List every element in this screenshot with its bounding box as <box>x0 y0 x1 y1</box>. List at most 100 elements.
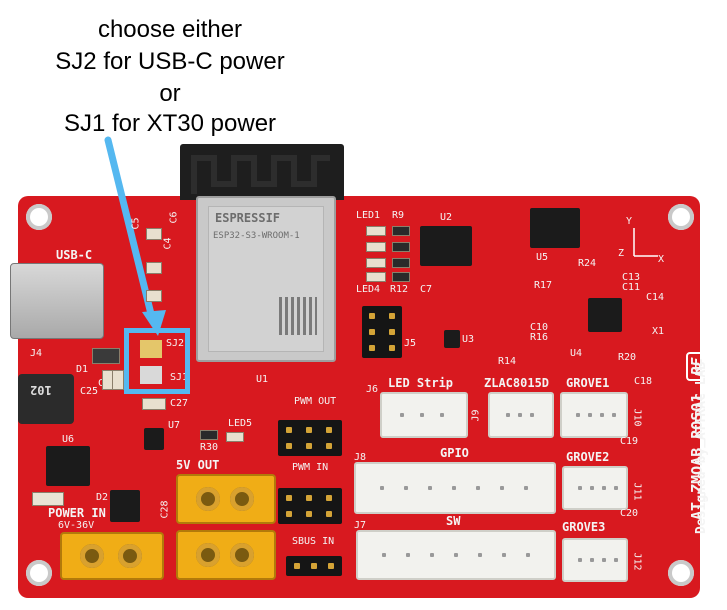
label-led4: LED4 <box>356 284 381 295</box>
label-led1: LED1 <box>356 210 381 221</box>
qr-code-icon <box>279 297 317 335</box>
label-c6: C6 <box>168 211 180 224</box>
label-c28: C28 <box>159 500 171 519</box>
label-c27: C27 <box>170 398 189 409</box>
label-c25: C25 <box>80 386 99 397</box>
label-j10: J10 <box>631 408 643 427</box>
axis-arrows-icon <box>633 228 658 257</box>
chip-u5 <box>530 208 580 248</box>
label-c19: C19 <box>620 436 639 447</box>
label-grove2: GROVE2 <box>566 450 610 464</box>
header-j5[interactable] <box>362 306 402 358</box>
usb-c-connector <box>10 263 104 339</box>
resistor <box>392 226 410 236</box>
label-j8: J8 <box>354 452 367 463</box>
label-d1: D1 <box>76 364 89 375</box>
chip-u7 <box>144 428 164 450</box>
label-led5: LED5 <box>228 418 253 429</box>
resistor <box>392 258 410 268</box>
chip-u2 <box>420 226 472 266</box>
label-led-strip: LED Strip <box>388 376 454 390</box>
label-zlac: ZLAC8015D <box>484 376 550 390</box>
xt30-power-in[interactable] <box>60 532 164 580</box>
diode-d2 <box>110 490 140 522</box>
connector-grove1[interactable] <box>560 392 628 438</box>
led <box>366 258 386 268</box>
mounting-hole-bottom-right <box>668 560 694 586</box>
caption-line-2: SJ2 for USB-C power <box>55 48 285 75</box>
capacitor <box>112 370 124 390</box>
axis-x-label: X <box>658 254 665 265</box>
resistor <box>200 430 218 440</box>
connector-led-strip[interactable] <box>380 392 468 438</box>
label-sw: SW <box>446 514 461 528</box>
capacitor <box>142 398 166 410</box>
power-led <box>32 492 64 506</box>
capacitor <box>92 348 120 364</box>
label-d2: D2 <box>96 492 109 503</box>
axis-z-label: Z <box>618 248 625 259</box>
label-u4: U4 <box>570 348 583 359</box>
led <box>366 242 386 252</box>
led <box>366 272 386 282</box>
mounting-hole-top-left <box>26 204 52 230</box>
label-c4: C4 <box>162 237 174 250</box>
header-sbus-in[interactable] <box>286 556 342 576</box>
connector-grove2[interactable] <box>562 466 628 510</box>
label-r17: R17 <box>534 280 553 291</box>
chip-u4 <box>588 298 622 332</box>
label-gpio: GPIO <box>440 446 469 460</box>
led <box>366 226 386 236</box>
esp-brand-label: ESPRESSIF <box>215 211 281 225</box>
power-inductor: 102 <box>18 374 74 424</box>
antenna-trace-icon <box>191 155 330 194</box>
label-j6: J6 <box>366 384 379 395</box>
connector-zlac[interactable] <box>488 392 554 438</box>
solder-jumper-sj2[interactable] <box>140 340 162 358</box>
designer-vertical: Designed by ATTRAC LAB <box>694 362 709 534</box>
label-c20: C20 <box>620 508 639 519</box>
label-u7: U7 <box>168 420 181 431</box>
header-pwm-out[interactable] <box>278 420 342 456</box>
resistor <box>392 272 410 282</box>
label-r12: R12 <box>390 284 409 295</box>
label-usb-c: USB-C <box>56 248 93 262</box>
xt30-5v-out-1[interactable] <box>176 474 276 524</box>
designer-label: Designed by ATTRAC LAB <box>694 361 709 534</box>
connector-sw[interactable] <box>356 530 556 580</box>
label-c13: C13 <box>622 272 641 283</box>
label-sj1: SJ1 <box>170 372 189 383</box>
label-u2: U2 <box>440 212 453 223</box>
label-grove1: GROVE1 <box>566 376 610 390</box>
label-c7: C7 <box>420 284 433 295</box>
led <box>226 432 244 442</box>
label-c14: C14 <box>646 292 665 303</box>
label-sj2: SJ2 <box>166 338 185 349</box>
esp32-antenna <box>180 144 344 200</box>
capacitor <box>146 262 162 274</box>
label-pwm-out: PWM OUT <box>294 396 337 407</box>
caption-line-3: or <box>159 80 181 107</box>
label-5v-out: 5V OUT <box>176 458 220 472</box>
label-x1: X1 <box>652 326 665 337</box>
label-pwm-in: PWM IN <box>292 462 329 473</box>
label-u5: U5 <box>536 252 549 263</box>
connector-grove3[interactable] <box>562 538 628 582</box>
resistor <box>392 242 410 252</box>
label-c18: C18 <box>634 376 653 387</box>
chip-u3 <box>444 330 460 348</box>
label-r16: R16 <box>530 332 549 343</box>
caption-line-4: SJ1 for XT30 power <box>63 110 277 137</box>
label-j7: J7 <box>354 520 367 531</box>
label-voltage: 6V-36V <box>58 520 95 531</box>
xt30-5v-out-2[interactable] <box>176 530 276 580</box>
label-r24: R24 <box>578 258 597 269</box>
capacitor <box>146 228 162 240</box>
connector-gpio[interactable] <box>354 462 556 514</box>
solder-jumper-sj1[interactable] <box>140 366 162 384</box>
label-j11: J11 <box>631 482 643 501</box>
label-power-in: POWER IN <box>48 506 106 520</box>
header-pwm-in[interactable] <box>278 488 342 524</box>
chip-u6 <box>46 446 90 486</box>
label-c11: C11 <box>622 282 641 293</box>
